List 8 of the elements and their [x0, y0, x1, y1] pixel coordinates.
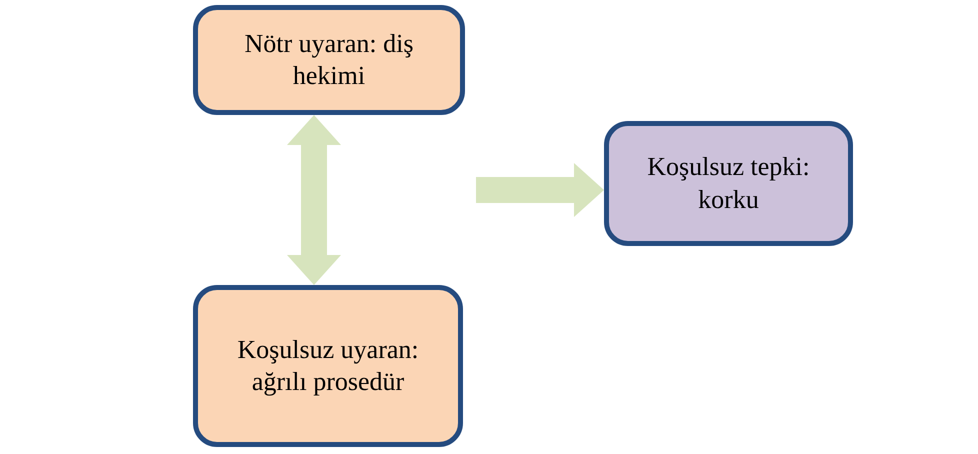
process-box — [193, 285, 463, 447]
box-text: Koşulsuz tepki: korku — [646, 151, 811, 216]
box-text: Nötr uyaran: diş hekimi — [244, 28, 414, 92]
process-box — [604, 121, 853, 246]
double-block-arrow — [287, 115, 341, 285]
box-text: Koşulsuz uyaran: ağrılı prosedür — [236, 334, 420, 398]
process-box — [193, 5, 465, 115]
block-arrow — [476, 163, 604, 217]
